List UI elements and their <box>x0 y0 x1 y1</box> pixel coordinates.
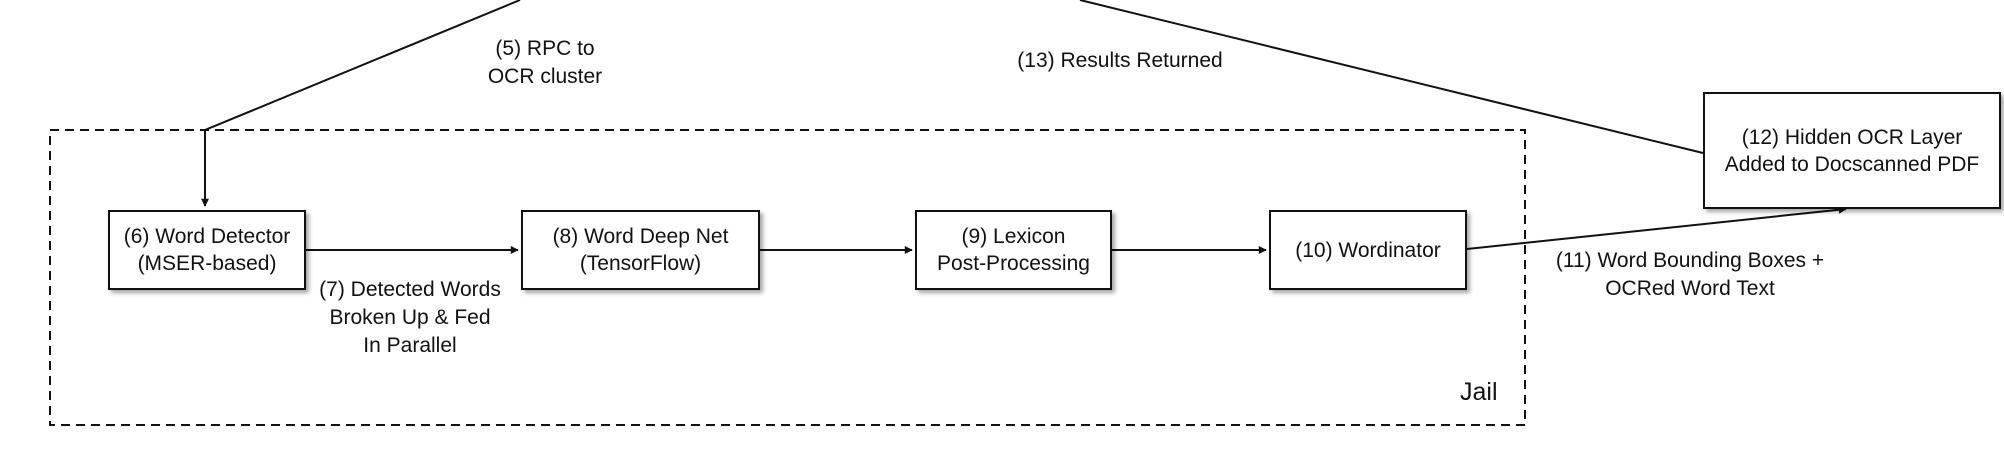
node-hidden-ocr-line2: Added to Docscanned PDF <box>1724 152 1980 176</box>
jail-label: Jail <box>1460 378 1498 406</box>
node-lexicon-line1: (9) Lexicon <box>961 225 1066 248</box>
arrow-wordinator-to-hidden-ocr <box>1466 205 1847 250</box>
label-detected-words-line2: Broken Up & Fed <box>329 306 491 329</box>
node-word-deep-net-line2: (TensorFlow) <box>579 252 702 275</box>
results-returned-connector <box>1079 0 1704 154</box>
node-lexicon-line2: Post-Processing <box>937 252 1090 275</box>
label-rpc-line2: OCR cluster <box>487 65 603 88</box>
label-detected-words-line1: (7) Detected Words <box>319 278 501 301</box>
label-results-returned: (13) Results Returned <box>990 47 1250 75</box>
jail-boundary <box>49 129 1526 426</box>
rpc-connector <box>204 0 521 131</box>
node-word-detector: (6) Word Detector (MSER-based) <box>108 210 306 290</box>
node-wordinator-line1: (10) Wordinator <box>1295 238 1441 262</box>
node-word-detector-line1: (6) Word Detector <box>123 225 291 248</box>
label-results-returned-line1: (13) Results Returned <box>1017 49 1223 72</box>
node-word-detector-line2: (MSER-based) <box>137 252 277 275</box>
node-word-deep-net-line1: (8) Word Deep Net <box>552 225 729 248</box>
label-rpc-line1: (5) RPC to <box>495 37 595 60</box>
node-word-deep-net: (8) Word Deep Net (TensorFlow) <box>521 210 760 290</box>
label-bounding-boxes-line1: (11) Word Bounding Boxes + <box>1555 249 1825 272</box>
node-hidden-ocr-layer: (12) Hidden OCR Layer Added to Docscanne… <box>1703 92 2001 209</box>
label-bounding-boxes-line2: OCRed Word Text <box>1605 277 1775 300</box>
node-wordinator: (10) Wordinator <box>1269 210 1467 290</box>
node-hidden-ocr-line1: (12) Hidden OCR Layer <box>1741 125 1963 149</box>
label-bounding-boxes: (11) Word Bounding Boxes + OCRed Word Te… <box>1530 247 1850 303</box>
label-detected-words-line3: In Parallel <box>363 334 457 357</box>
node-lexicon: (9) Lexicon Post-Processing <box>915 210 1112 290</box>
label-rpc: (5) RPC to OCR cluster <box>475 35 615 91</box>
label-detected-words: (7) Detected Words Broken Up & Fed In Pa… <box>305 276 515 360</box>
